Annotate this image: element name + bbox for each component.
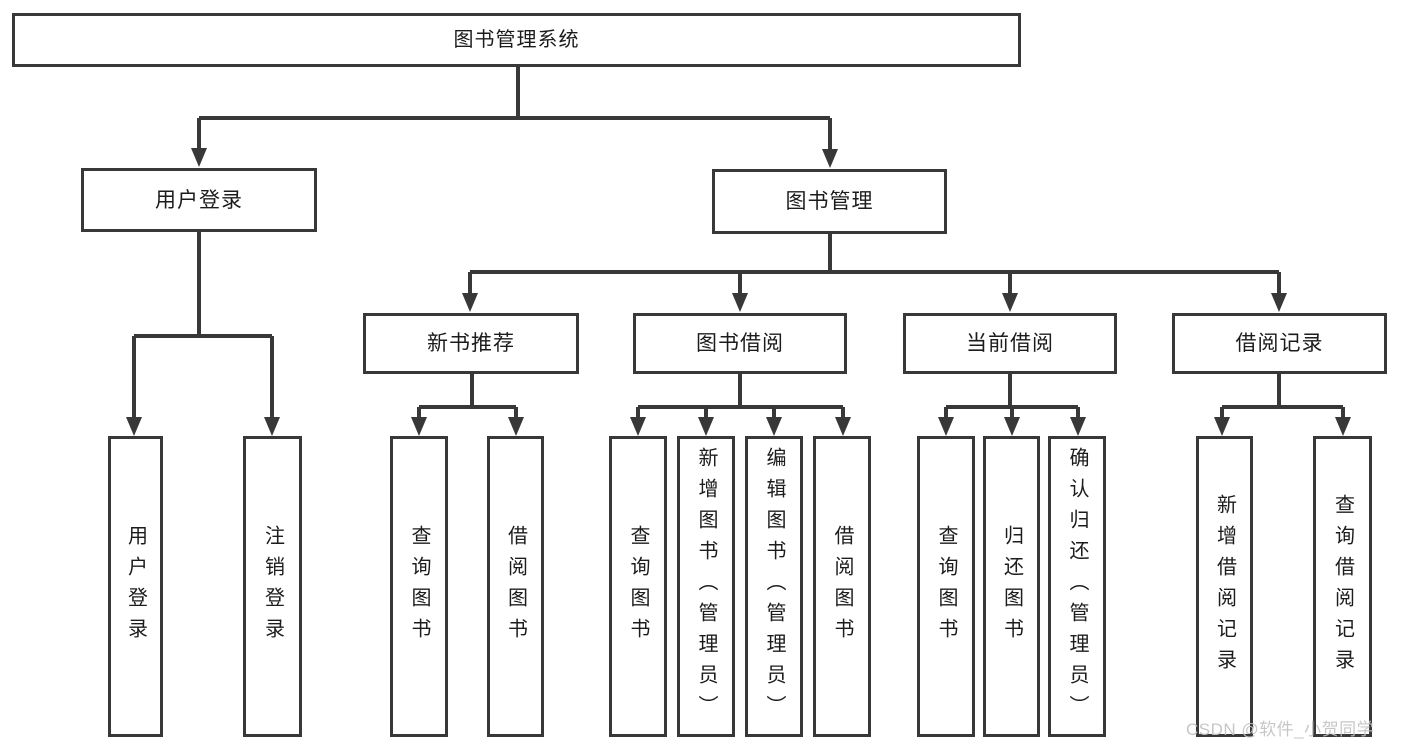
node-label: 图书管理系统 (453, 29, 580, 51)
node-label: 查询图书 (935, 524, 957, 649)
node-label: 用户登录 (155, 188, 243, 212)
node-label: 借阅图书 (831, 524, 853, 649)
leaf-user-login: 用户登录 (108, 436, 163, 737)
node-label: 编辑图书（管理员） (763, 447, 785, 726)
node-label: 图书管理 (785, 190, 874, 213)
leaf-borrow-books-2: 借阅图书 (813, 436, 871, 737)
node-current-borrowing: 当前借阅 (903, 313, 1117, 374)
node-book-borrowing: 图书借阅 (633, 313, 847, 374)
node-label: 新增图书（管理员） (695, 447, 717, 726)
node-label: 注销登录 (261, 524, 284, 649)
leaf-edit-books-admin: 编辑图书（管理员） (745, 436, 803, 737)
node-label: 确认归还（管理员） (1066, 447, 1088, 726)
node-user-login: 用户登录 (81, 168, 317, 232)
node-label: 借阅图书 (504, 524, 527, 649)
leaf-query-books-1: 查询图书 (390, 436, 448, 737)
leaf-add-borrow-record: 新增借阅记录 (1196, 436, 1253, 737)
leaf-borrow-books-1: 借阅图书 (487, 436, 544, 737)
leaf-query-books-3: 查询图书 (917, 436, 975, 737)
node-label: 查询图书 (627, 524, 649, 649)
leaf-return-books: 归还图书 (983, 436, 1040, 737)
node-label: 当前借阅 (966, 332, 1054, 355)
node-label: 用户登录 (124, 524, 147, 649)
csdn-watermark: CSDN @软件_小贺同学 (1186, 720, 1375, 739)
node-label: 借阅记录 (1235, 332, 1324, 355)
leaf-query-books-2: 查询图书 (609, 436, 667, 737)
node-new-book-recommend: 新书推荐 (363, 313, 579, 374)
node-label: 新增借阅记录 (1213, 493, 1236, 680)
leaf-confirm-return-admin: 确认归还（管理员） (1048, 436, 1106, 737)
node-library-management-system: 图书管理系统 (12, 13, 1021, 67)
node-label: 查询借阅记录 (1331, 493, 1354, 680)
node-label: 图书借阅 (696, 332, 784, 355)
leaf-query-borrow-record: 查询借阅记录 (1313, 436, 1372, 737)
leaf-add-books-admin: 新增图书（管理员） (677, 436, 735, 737)
node-label: 归还图书 (1000, 524, 1023, 649)
node-label: 新书推荐 (427, 332, 515, 355)
node-book-management: 图书管理 (712, 169, 947, 234)
node-label: 查询图书 (408, 524, 430, 649)
node-borrowing-records: 借阅记录 (1172, 313, 1387, 374)
leaf-logout: 注销登录 (243, 436, 302, 737)
